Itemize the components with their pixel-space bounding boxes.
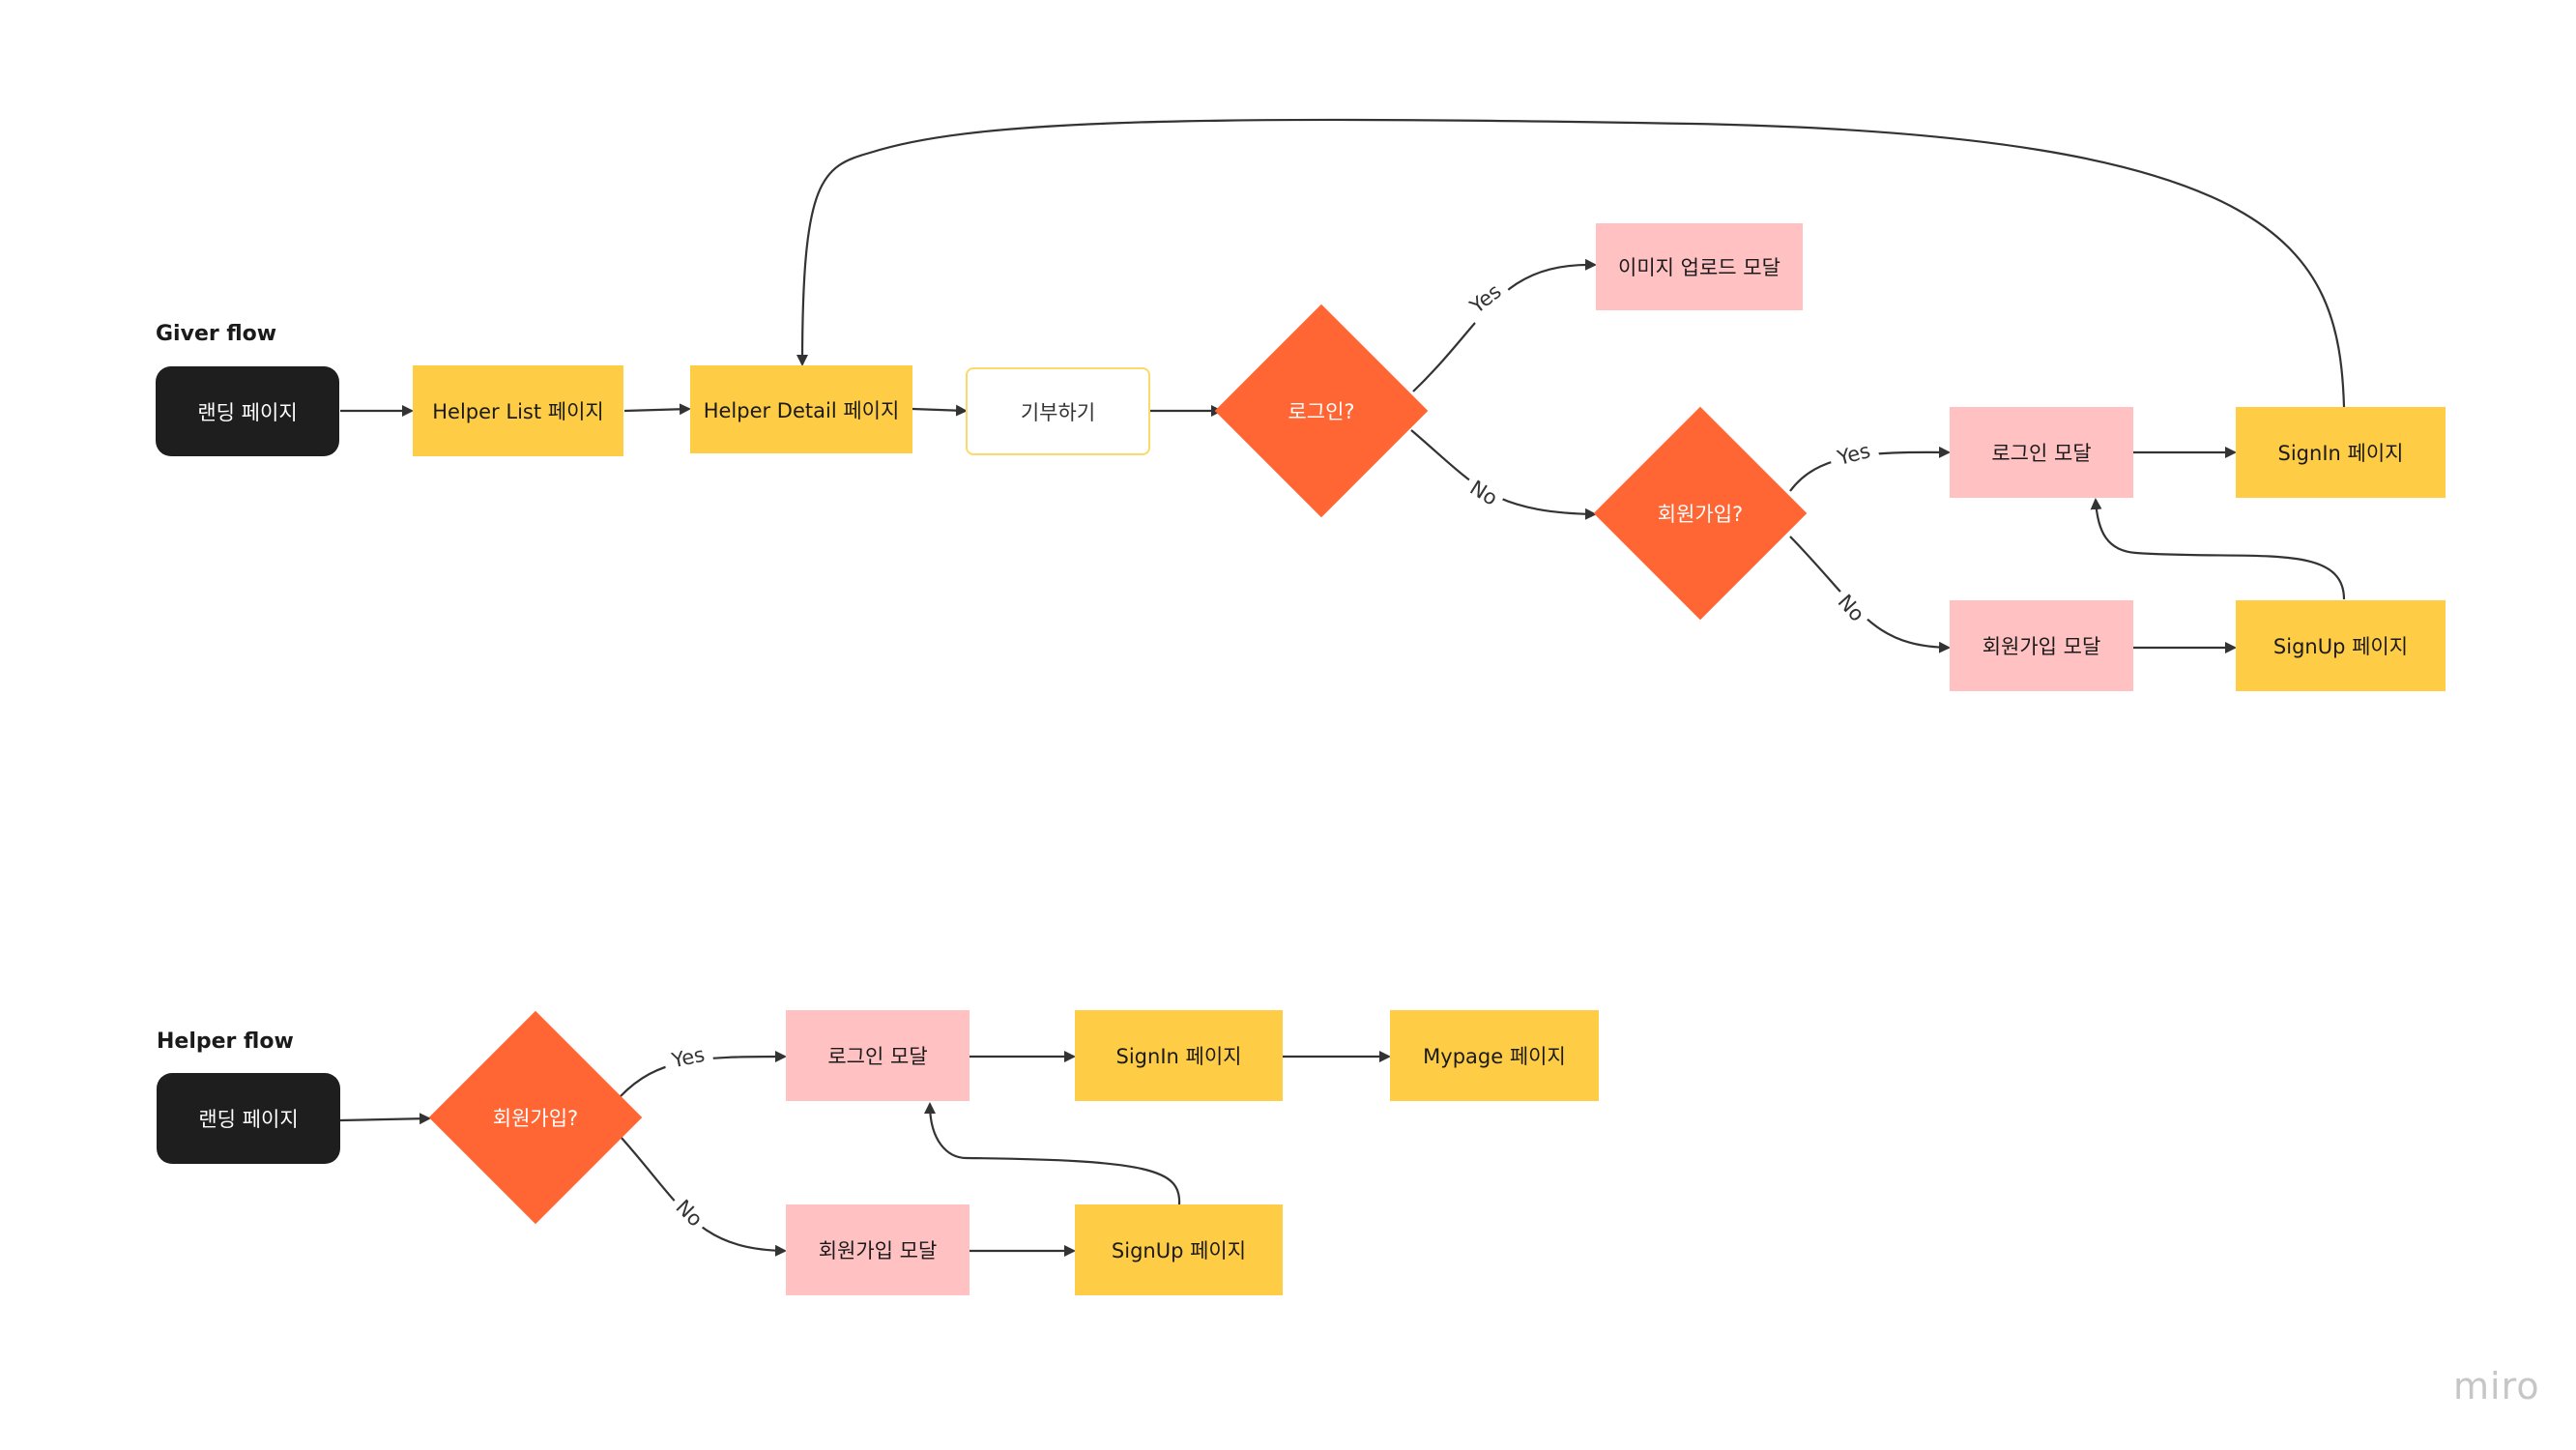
helper-detail-page-node[interactable]: Helper Detail 페이지: [690, 365, 912, 453]
edge-helper-detail-to-donate: [912, 404, 968, 417]
login-decision-node[interactable]: 로그인?: [1214, 304, 1429, 518]
login-decision-label: 로그인?: [1288, 400, 1355, 423]
edge-signup-page-to-login-modal: [2090, 498, 2346, 600]
signup-decision-label: 회원가입?: [1657, 503, 1744, 526]
signin-page-node[interactable]: SignIn 페이지: [2236, 407, 2446, 498]
edge-signin-back-to-helper-detail: [796, 118, 2346, 408]
edge-helper-signup-q-no-to-signup-modal: [620, 1136, 787, 1257]
helper-signup-decision-node[interactable]: 회원가입?: [428, 1010, 643, 1225]
edge-signup-q-no-to-signup-modal: [1789, 536, 1951, 653]
login-modal-node[interactable]: 로그인 모달: [1950, 407, 2133, 498]
helper-landing-page-node[interactable]: 랜딩 페이지: [157, 1073, 340, 1164]
edge-helper-signup-page-to-login-modal: [924, 1102, 1181, 1205]
miro-logo: miro: [2453, 1365, 2540, 1407]
mypage-node[interactable]: Mypage 페이지: [1390, 1010, 1599, 1101]
edge-login-q-yes-to-image-upload: [1412, 258, 1597, 392]
helper-signup-page-node[interactable]: SignUp 페이지: [1075, 1204, 1283, 1295]
edge-login-q-no-to-signup-q: [1410, 429, 1597, 520]
donate-node[interactable]: 기부하기: [966, 367, 1150, 455]
signup-page-node[interactable]: SignUp 페이지: [2236, 600, 2446, 691]
helper-signup-modal-node[interactable]: 회원가입 모달: [786, 1204, 970, 1295]
helper-login-modal-node[interactable]: 로그인 모달: [786, 1010, 970, 1101]
helper-flow-title: Helper flow: [157, 1030, 294, 1054]
helper-signup-decision-label: 회원가입?: [492, 1107, 579, 1130]
giver-flow-title: Giver flow: [156, 322, 277, 346]
edge-helper-landing-to-signup-q: [339, 1113, 431, 1125]
edge-helper-list-to-helper-detail: [623, 403, 691, 416]
helper-signin-page-node[interactable]: SignIn 페이지: [1075, 1010, 1283, 1101]
signup-decision-node[interactable]: 회원가입?: [1593, 406, 1808, 621]
signup-modal-node[interactable]: 회원가입 모달: [1950, 600, 2133, 691]
giver-landing-page-node[interactable]: 랜딩 페이지: [156, 366, 339, 456]
image-upload-modal-node[interactable]: 이미지 업로드 모달: [1596, 223, 1803, 310]
edge-label-yes: Yes: [1835, 439, 1873, 470]
helper-list-page-node[interactable]: Helper List 페이지: [413, 365, 623, 456]
